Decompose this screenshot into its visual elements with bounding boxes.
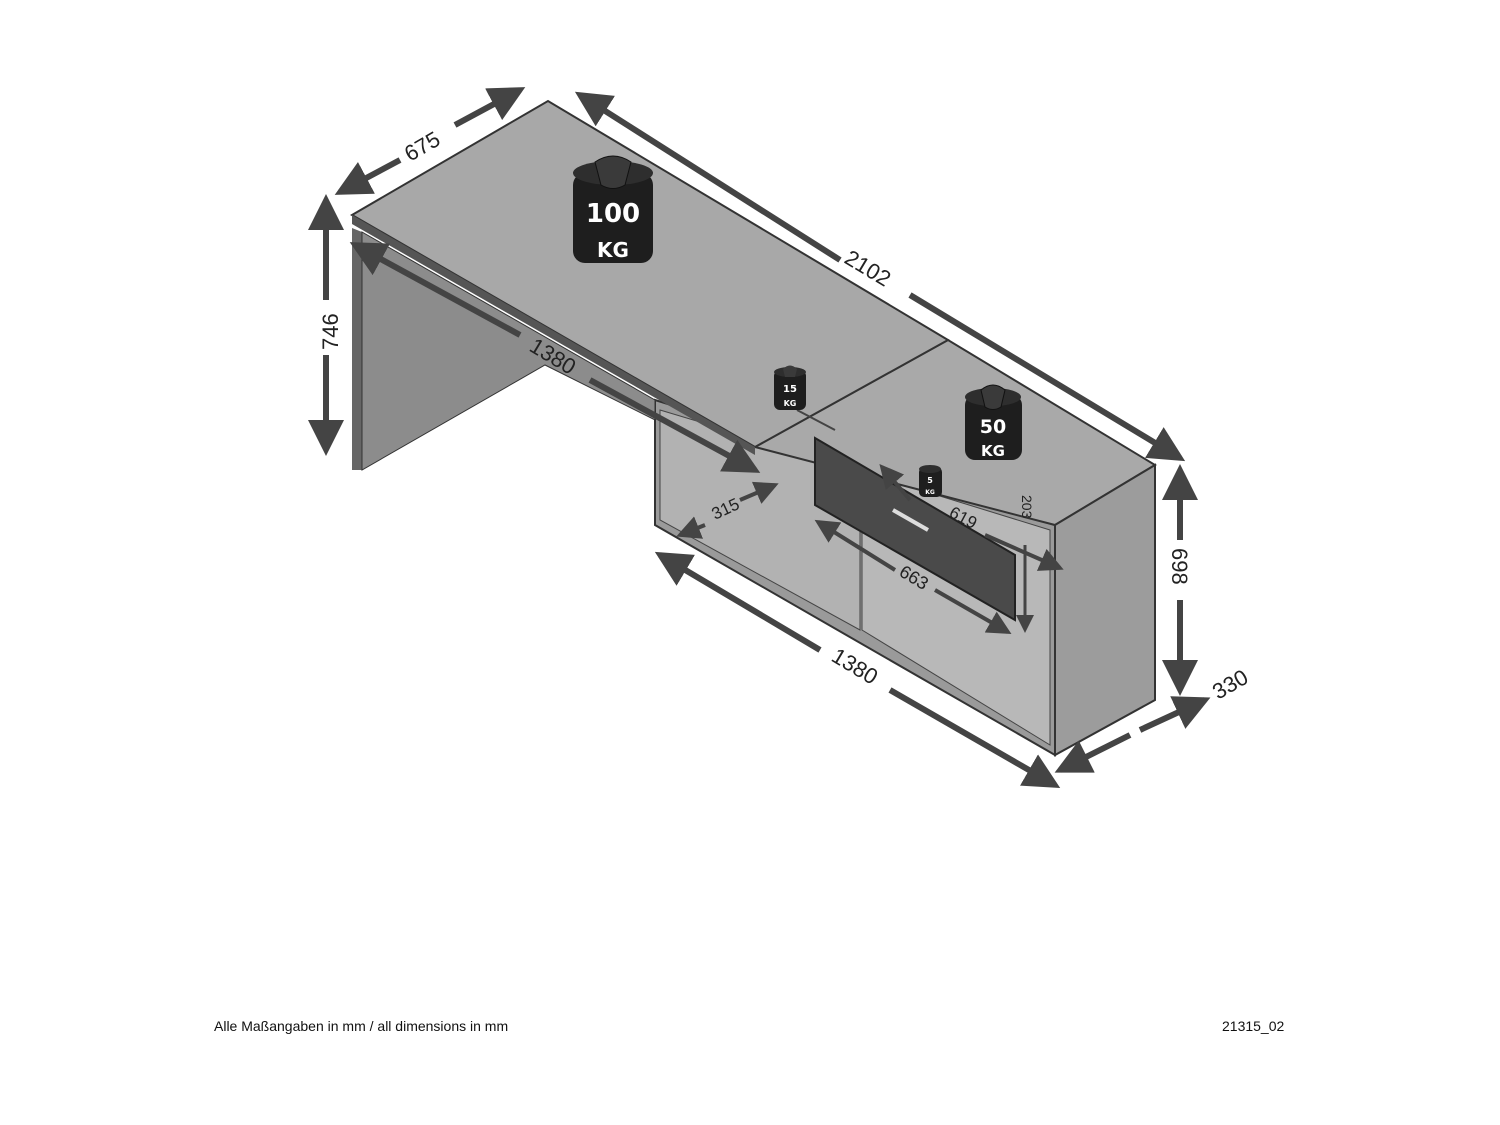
drawer-handle bbox=[892, 508, 929, 532]
dim-675: 675 bbox=[400, 126, 444, 166]
dim-698: 698 bbox=[1167, 548, 1192, 585]
load-15-unit: KG bbox=[784, 399, 797, 408]
drawing-code: 21315_02 bbox=[1222, 1018, 1285, 1034]
load-5-value: 5 bbox=[927, 476, 933, 485]
load-50-value: 50 bbox=[980, 416, 1006, 438]
drawer-front bbox=[814, 436, 1016, 622]
load-100-unit: KG bbox=[597, 238, 629, 262]
dim-746: 746 bbox=[318, 313, 343, 350]
dimension-arrows bbox=[308, 87, 1211, 788]
weight-15kg-icon: 15 KG bbox=[774, 365, 806, 410]
weight-5kg-icon: 5 KG bbox=[919, 465, 942, 497]
load-15-value: 15 bbox=[783, 384, 797, 395]
load-5-unit: KG bbox=[925, 489, 935, 496]
dim-330: 330 bbox=[1208, 664, 1252, 704]
units-note: Alle Maßangaben in mm / all dimensions i… bbox=[214, 1018, 509, 1034]
weight-100kg-icon: 100 KG bbox=[573, 155, 653, 263]
load-100-value: 100 bbox=[586, 199, 640, 229]
weight-50kg-icon: 50 KG bbox=[965, 384, 1022, 460]
load-50-unit: KG bbox=[981, 442, 1005, 460]
dim-203: 203 bbox=[1019, 495, 1035, 519]
